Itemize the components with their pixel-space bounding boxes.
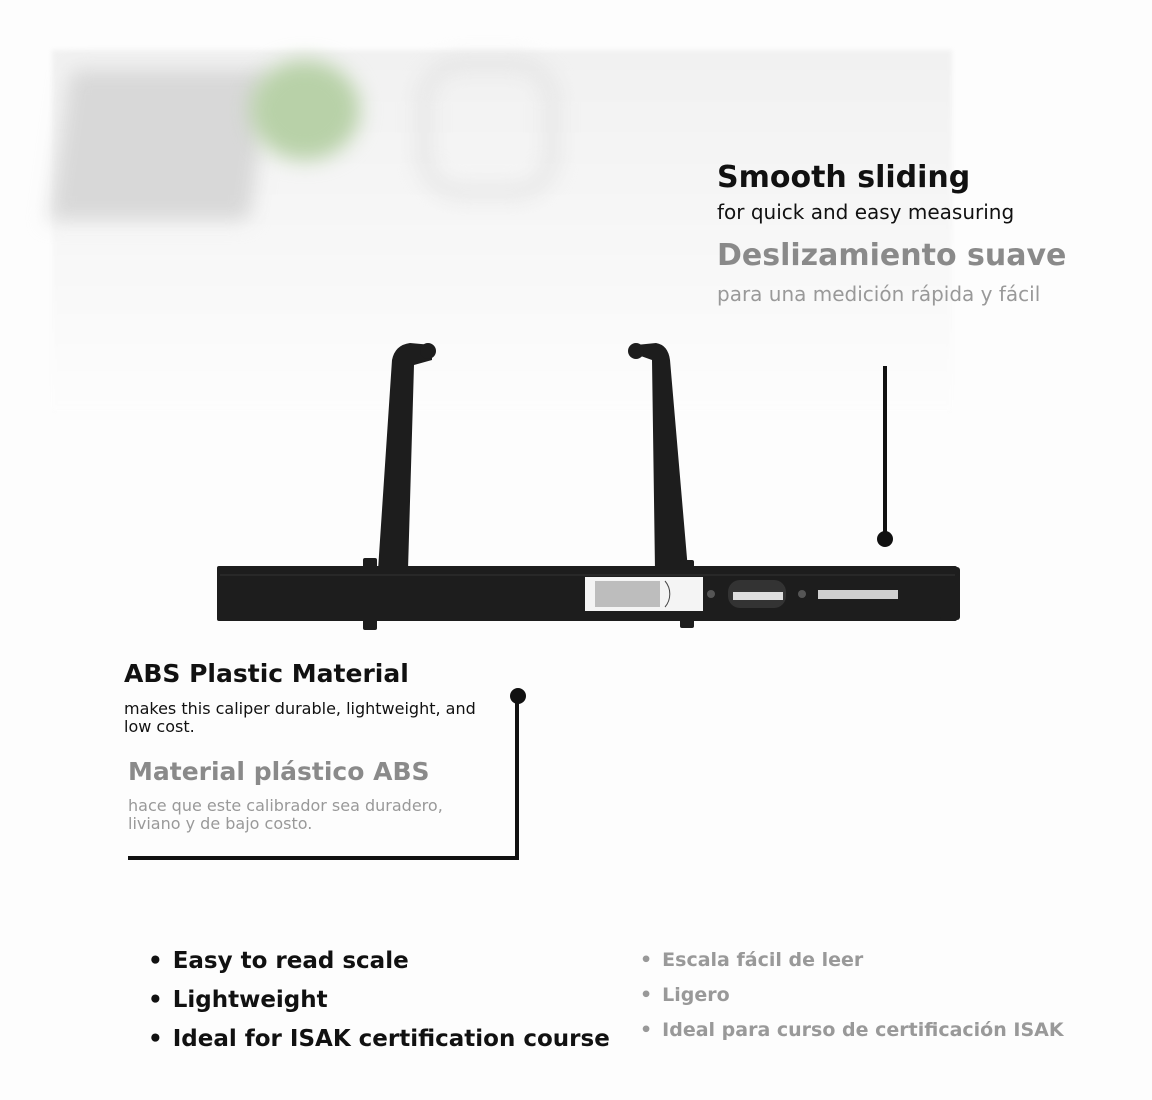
callout-line — [883, 366, 887, 536]
feature-item: Easy to read scale — [148, 942, 610, 981]
anthropometer-caliper — [217, 343, 960, 630]
abs-title: ABS Plastic Material — [124, 659, 409, 688]
smooth-sliding-title-es: Deslizamiento suave — [717, 238, 1067, 273]
feature-item: Ideal for ISAK certification course — [148, 1020, 610, 1059]
main-scale — [818, 590, 898, 599]
callout-dot — [877, 531, 893, 547]
feature-item: Lightweight — [148, 981, 610, 1020]
feature-item-es: Escala fácil de leer — [640, 943, 1064, 978]
features-list: Easy to read scale Lightweight Ideal for… — [148, 942, 610, 1059]
caliper-right-arm — [636, 343, 688, 570]
smooth-sliding-title: Smooth sliding — [717, 160, 971, 195]
blurred-plant — [250, 60, 360, 160]
feature-item-es: Ligero — [640, 978, 1064, 1013]
smooth-sliding-subtitle-es: para una medición rápida y fácil — [717, 282, 1041, 306]
callout-line — [128, 856, 519, 860]
abs-subtitle-es: hace que este calibrador sea duradero, l… — [128, 796, 443, 833]
feature-item-es: Ideal para curso de certificación ISAK — [640, 1013, 1063, 1048]
callout-line — [515, 695, 519, 860]
blurred-glasses — [420, 60, 556, 196]
features-list-es: Escala fácil de leer Ligero Ideal para c… — [640, 943, 1064, 1048]
caliper-left-arm — [378, 343, 432, 570]
abs-title-es: Material plástico ABS — [128, 757, 430, 786]
abs-subtitle: makes this caliper durable, lightweight,… — [124, 699, 476, 736]
smooth-sliding-subtitle: for quick and easy measuring — [717, 200, 1015, 224]
